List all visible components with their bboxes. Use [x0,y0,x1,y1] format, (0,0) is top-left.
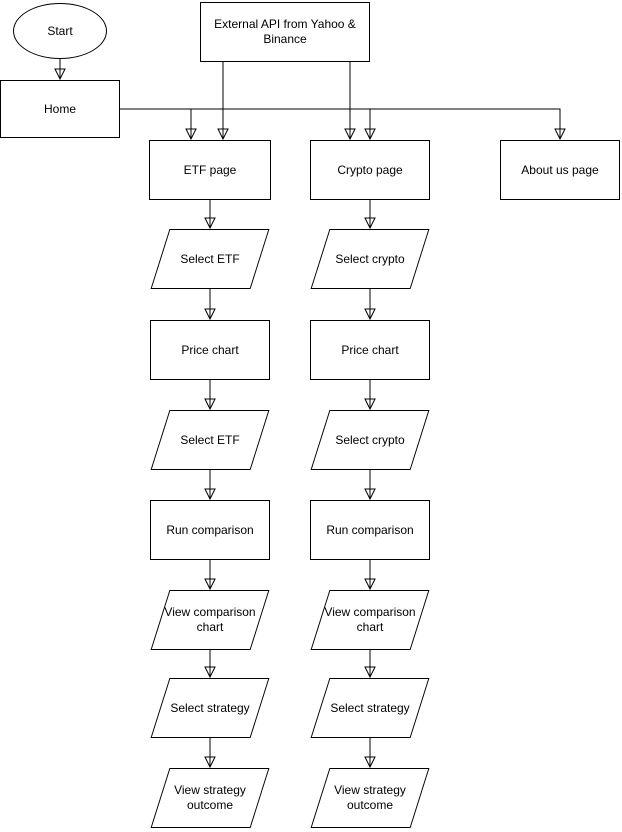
node-home: Home [0,80,120,138]
node-start: Start [13,3,107,59]
node-select-strategy-etf-label: Select strategy [170,700,250,715]
node-price-chart-crypto: Price chart [310,320,430,380]
node-select-etf-1: Select ETF [150,229,270,289]
node-view-comparison-chart-crypto-label: View comparison chart [324,605,416,634]
node-start-label: Start [47,23,73,38]
node-price-chart-crypto-label: Price chart [341,342,399,357]
node-select-etf-2-label: Select ETF [180,432,240,447]
node-run-comparison-crypto: Run comparison [310,500,430,560]
node-home-label: Home [43,101,76,116]
node-view-comparison-chart-etf-label: View comparison chart [164,605,256,634]
node-select-strategy-crypto-label: Select strategy [330,700,410,715]
node-price-chart-etf-label: Price chart [181,342,239,357]
node-select-crypto-2: Select crypto [310,410,430,470]
node-about-us-page: About us page [500,140,620,200]
node-view-strategy-outcome-crypto: View strategy outcome [310,768,430,828]
node-external-api-label: External API from Yahoo & Binance [214,17,356,46]
node-run-comparison-etf: Run comparison [150,500,270,560]
node-select-crypto-1-label: Select crypto [335,251,405,266]
node-external-api: External API from Yahoo & Binance [200,2,370,62]
node-select-etf-2: Select ETF [150,410,270,470]
node-price-chart-etf: Price chart [150,320,270,380]
node-about-us-page-label: About us page [521,162,599,177]
node-view-strategy-outcome-etf: View strategy outcome [150,768,270,828]
edge-home-to-about-us [120,108,560,139]
node-select-crypto-2-label: Select crypto [335,432,405,447]
node-etf-page-label: ETF page [183,162,237,177]
node-select-etf-1-label: Select ETF [180,251,240,266]
node-crypto-page: Crypto page [310,140,430,200]
node-etf-page: ETF page [149,140,271,200]
node-select-crypto-1: Select crypto [310,229,430,289]
node-view-strategy-outcome-crypto-label: View strategy outcome [334,783,406,812]
node-run-comparison-crypto-label: Run comparison [326,522,414,537]
node-select-strategy-etf: Select strategy [150,678,270,738]
node-view-strategy-outcome-etf-label: View strategy outcome [174,783,246,812]
node-view-comparison-chart-crypto: View comparison chart [310,590,430,650]
node-select-strategy-crypto: Select strategy [310,678,430,738]
node-crypto-page-label: Crypto page [337,162,403,177]
node-run-comparison-etf-label: Run comparison [166,522,254,537]
node-view-comparison-chart-etf: View comparison chart [150,590,270,650]
